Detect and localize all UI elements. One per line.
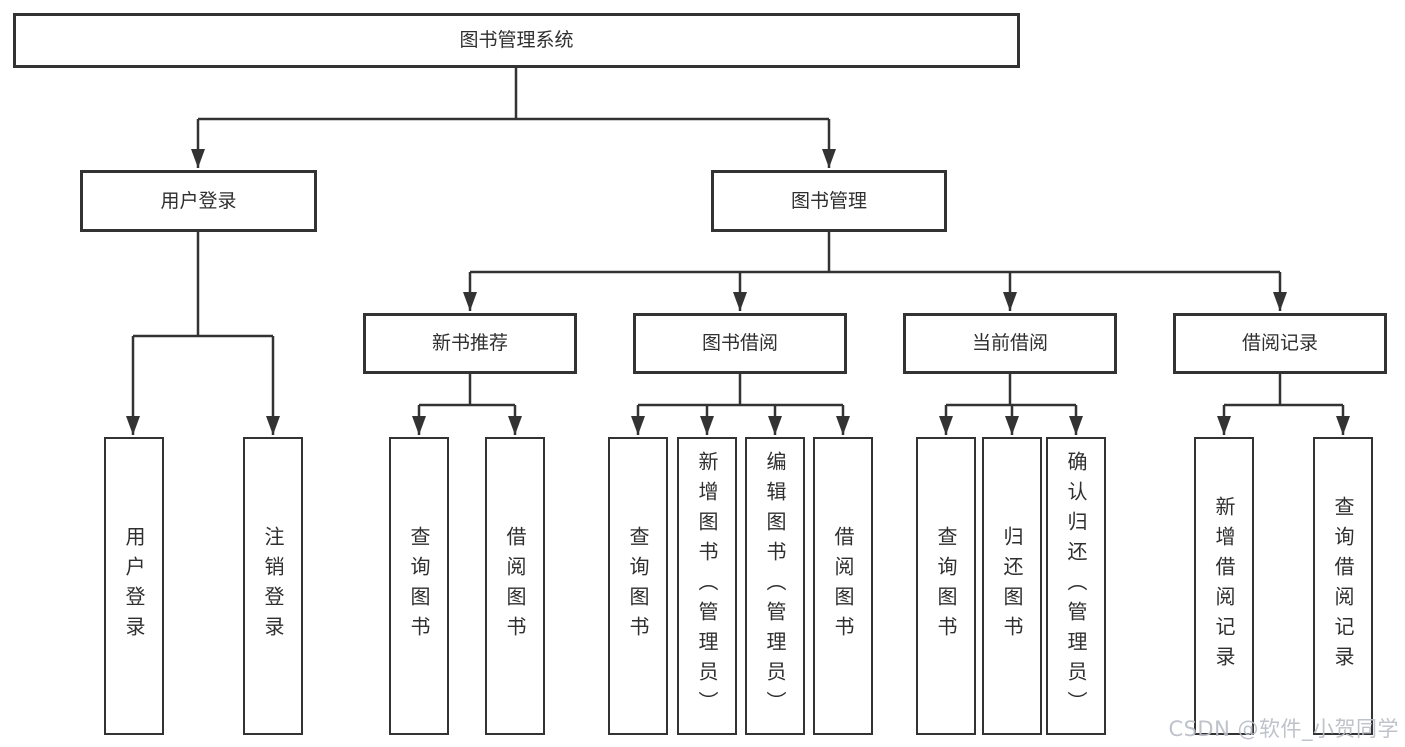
leaf-logout: 注销登录	[243, 437, 303, 735]
node-book-borrowing: 图书借阅	[633, 313, 847, 374]
node-label: 借阅图书	[831, 526, 855, 646]
leaf-add-books-admin: 新增图书（管理员）	[677, 437, 737, 735]
node-label: 借阅记录	[1241, 332, 1318, 354]
leaf-edit-books-admin: 编辑图书（管理员）	[745, 437, 805, 735]
node-borrowing-records: 借阅记录	[1173, 313, 1387, 374]
node-book-management-branch: 图书管理	[711, 170, 947, 232]
leaf-user-login: 用户登录	[104, 437, 164, 735]
node-label: 查询借阅记录	[1331, 496, 1355, 676]
node-label: 查询图书	[626, 526, 650, 646]
node-label: 注销登录	[261, 526, 285, 646]
node-library-management-system: 图书管理系统	[13, 13, 1020, 68]
leaf-query-books-recommend: 查询图书	[389, 437, 449, 735]
node-label: 图书管理系统	[459, 29, 574, 51]
node-label: 归还图书	[1000, 526, 1024, 646]
csdn-watermark: CSDN @软件_小贺同学	[1168, 717, 1399, 741]
leaf-confirm-return-admin: 确认归还（管理员）	[1046, 437, 1106, 735]
node-new-book-recommendation: 新书推荐	[363, 313, 577, 374]
node-label: 借阅图书	[503, 526, 527, 646]
node-label: 编辑图书（管理员）	[763, 451, 787, 721]
node-label: 新书推荐	[431, 332, 508, 354]
node-label: 查询图书	[407, 526, 431, 646]
leaf-query-borrow-record: 查询借阅记录	[1313, 437, 1373, 735]
node-label: 当前借阅	[971, 332, 1048, 354]
node-label: 新增图书（管理员）	[695, 451, 719, 721]
leaf-add-borrow-record: 新增借阅记录	[1194, 437, 1254, 735]
node-label: 用户登录	[160, 189, 237, 212]
leaf-query-books-borrowing: 查询图书	[608, 437, 668, 735]
node-label: 新增借阅记录	[1212, 496, 1236, 676]
node-user-login-branch: 用户登录	[80, 170, 317, 232]
node-label: 图书借阅	[701, 332, 778, 354]
node-current-borrowing: 当前借阅	[903, 313, 1117, 374]
tree-link-lines	[133, 68, 1343, 407]
leaf-borrow-books: 借阅图书	[813, 437, 873, 735]
leaf-return-books: 归还图书	[982, 437, 1042, 735]
tree-arrow-stubs	[126, 119, 1350, 435]
node-label: 图书管理	[790, 189, 867, 212]
leaf-borrow-books-recommend: 借阅图书	[485, 437, 545, 735]
node-label: 查询图书	[934, 526, 958, 646]
node-label: 用户登录	[122, 526, 146, 646]
leaf-query-books-current: 查询图书	[916, 437, 976, 735]
node-label: 确认归还（管理员）	[1064, 451, 1088, 721]
